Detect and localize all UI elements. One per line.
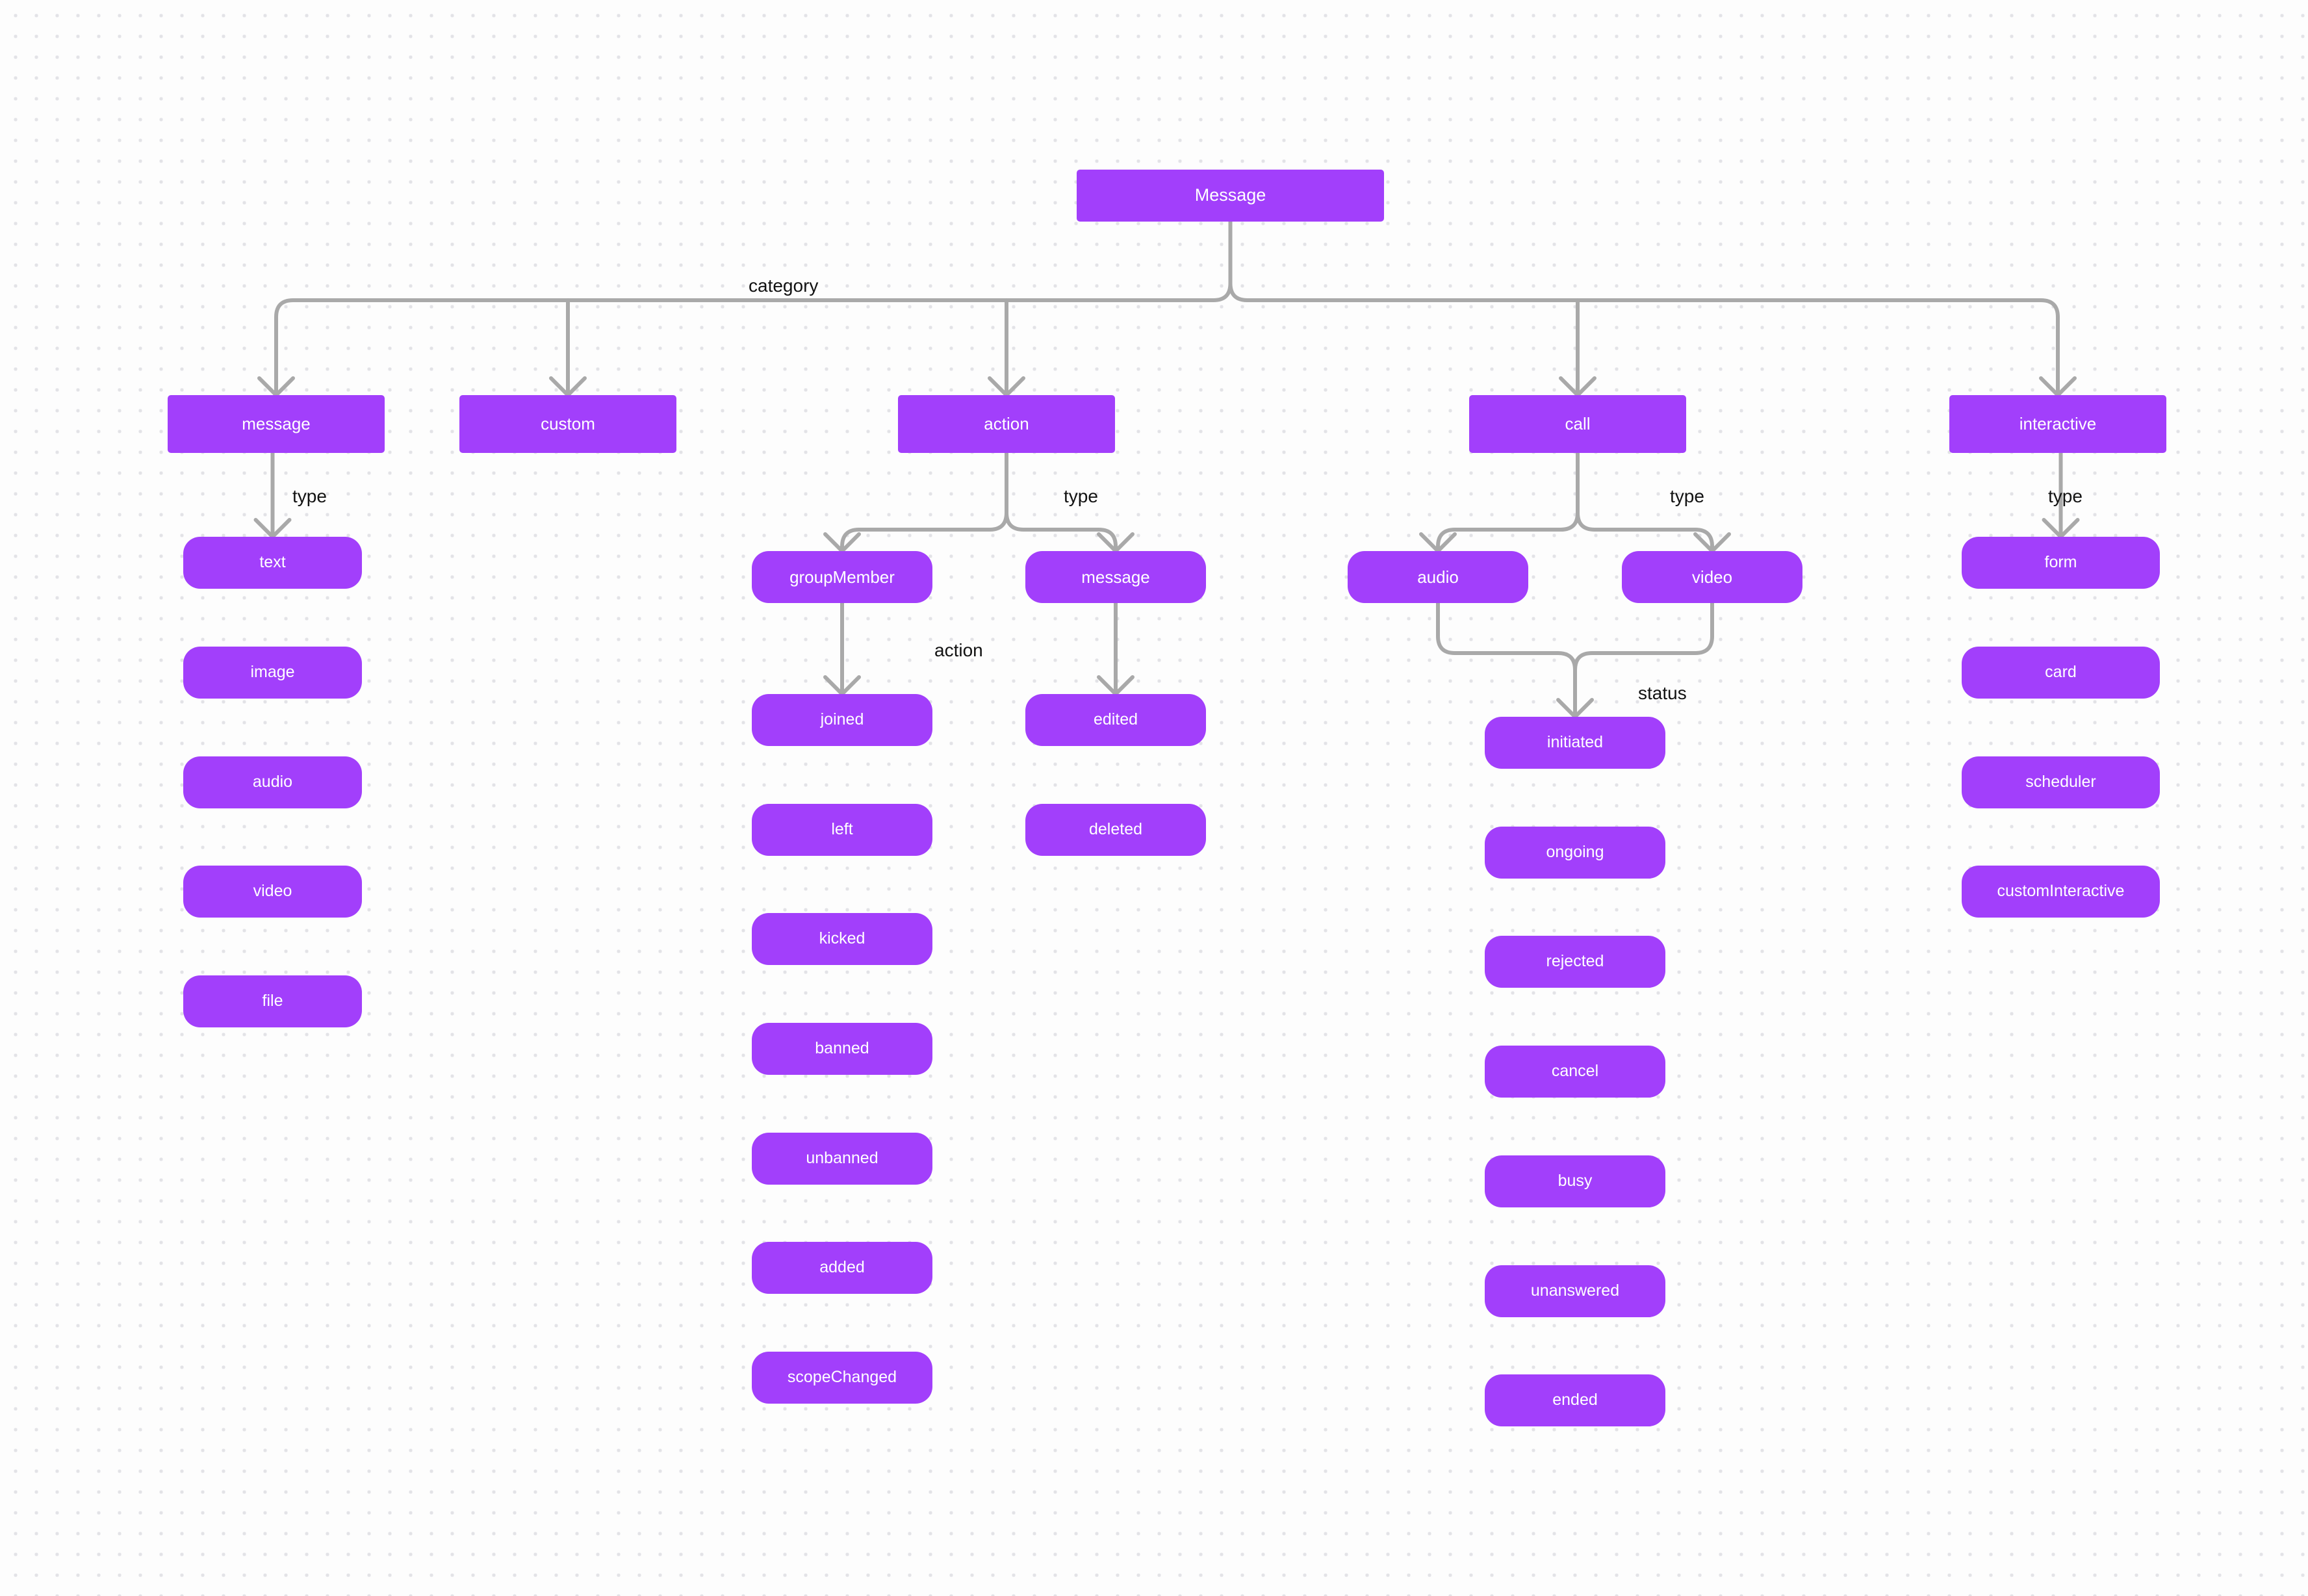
node-label: action xyxy=(984,414,1029,434)
node-leaf-kicked[interactable]: kicked xyxy=(752,913,932,965)
node-label: added xyxy=(819,1258,865,1277)
node-label: initiated xyxy=(1546,733,1604,752)
edge-root-to-interactive-arrow xyxy=(2039,376,2077,397)
edge-label-type: type xyxy=(1064,486,1098,506)
node-status-unanswered[interactable]: unanswered xyxy=(1485,1265,1665,1317)
node-leaf-card[interactable]: card xyxy=(1962,647,2160,699)
node-label: file xyxy=(262,992,283,1010)
node-label: image xyxy=(250,663,295,682)
edge-message-to-text-arrow xyxy=(253,518,292,539)
node-label: cancel xyxy=(1551,1062,1599,1081)
node-leaf-audio[interactable]: audio xyxy=(183,756,362,808)
node-root-message[interactable]: Message xyxy=(1077,170,1384,222)
edge-call-to-video-1-arrow xyxy=(1693,532,1731,553)
node-leaf-customInteractive[interactable]: customInteractive xyxy=(1962,866,2160,918)
edge-label-action: action xyxy=(934,640,983,660)
node-leaf-form[interactable]: form xyxy=(1962,537,2160,589)
node-sub-video[interactable]: video xyxy=(1622,551,1802,603)
edge-interactive-to-form-arrow xyxy=(2042,518,2080,539)
node-label: busy xyxy=(1558,1172,1593,1191)
edge-label-status: status xyxy=(1638,683,1687,703)
edge-label-type: type xyxy=(292,486,327,506)
edge-groupMember-to-joined-arrow xyxy=(823,675,861,696)
edge-label-category: category xyxy=(749,276,819,296)
node-label: custom xyxy=(541,414,595,434)
node-leaf-scopeChanged[interactable]: scopeChanged xyxy=(752,1352,932,1404)
node-label: audio xyxy=(252,773,293,792)
node-label: video xyxy=(253,882,292,901)
edge-action-to-message-1 xyxy=(1005,451,1118,550)
node-label: card xyxy=(2045,663,2077,682)
edge-root-to-message-arrow xyxy=(257,376,295,397)
node-label: edited xyxy=(1093,710,1138,729)
node-leaf-image[interactable]: image xyxy=(183,647,362,699)
node-category-custom[interactable]: custom xyxy=(459,395,676,453)
node-leaf-video[interactable]: video xyxy=(183,866,362,918)
node-label: interactive xyxy=(2019,414,2097,434)
node-leaf-joined[interactable]: joined xyxy=(752,694,932,746)
node-sub-groupMember[interactable]: groupMember xyxy=(752,551,932,603)
edge-action-to-groupMember-0-arrow xyxy=(823,532,861,553)
node-label: joined xyxy=(820,710,864,729)
node-category-call[interactable]: call xyxy=(1469,395,1686,453)
node-sub-message[interactable]: message xyxy=(1025,551,1206,603)
node-leaf-file[interactable]: file xyxy=(183,975,362,1027)
node-label: left xyxy=(831,820,853,839)
edge-call-to-audio-0-arrow xyxy=(1419,532,1457,553)
edge-root-left-bus xyxy=(274,220,1233,394)
node-leaf-deleted[interactable]: deleted xyxy=(1025,804,1206,856)
node-status-cancel[interactable]: cancel xyxy=(1485,1046,1665,1098)
node-label: scheduler xyxy=(2025,773,2096,792)
node-leaf-banned[interactable]: banned xyxy=(752,1023,932,1075)
node-label: customInteractive xyxy=(1997,882,2125,901)
edge-call-status-arrow xyxy=(1556,698,1594,719)
node-category-action[interactable]: action xyxy=(898,395,1115,453)
node-label: scopeChanged xyxy=(787,1368,897,1387)
node-label: unbanned xyxy=(806,1149,878,1168)
node-label: text xyxy=(259,553,286,572)
node-label: message xyxy=(242,414,311,434)
edge-call-to-audio-0 xyxy=(1436,451,1580,550)
node-status-rejected[interactable]: rejected xyxy=(1485,936,1665,988)
edge-action-to-message-1-arrow xyxy=(1097,532,1135,553)
edge-message-to-edited-arrow xyxy=(1097,675,1135,696)
node-category-message[interactable]: message xyxy=(168,395,385,453)
node-leaf-text[interactable]: text xyxy=(183,537,362,589)
node-label: Message xyxy=(1194,185,1266,205)
edge-label-type: type xyxy=(2048,486,2083,506)
node-label: video xyxy=(1691,567,1733,587)
node-sub-audio[interactable]: audio xyxy=(1348,551,1528,603)
node-status-busy[interactable]: busy xyxy=(1485,1155,1665,1207)
node-label: groupMember xyxy=(789,567,895,587)
node-label: message xyxy=(1081,567,1150,587)
node-status-initiated[interactable]: initiated xyxy=(1485,717,1665,769)
edge-action-to-groupMember-0 xyxy=(840,451,1008,550)
node-status-ended[interactable]: ended xyxy=(1485,1374,1665,1426)
node-label: deleted xyxy=(1088,820,1143,839)
node-category-interactive[interactable]: interactive xyxy=(1949,395,2166,453)
node-leaf-scheduler[interactable]: scheduler xyxy=(1962,756,2160,808)
node-label: audio xyxy=(1417,567,1459,587)
edge-audio-to-status-0 xyxy=(1436,601,1577,716)
node-status-ongoing[interactable]: ongoing xyxy=(1485,827,1665,879)
node-label: unanswered xyxy=(1530,1281,1620,1300)
node-leaf-unbanned[interactable]: unbanned xyxy=(752,1133,932,1185)
node-label: rejected xyxy=(1546,952,1604,971)
node-label: kicked xyxy=(819,929,866,948)
node-label: call xyxy=(1565,414,1591,434)
node-leaf-edited[interactable]: edited xyxy=(1025,694,1206,746)
node-label: banned xyxy=(815,1039,869,1058)
edge-label-type: type xyxy=(1670,486,1704,506)
edge-root-to-custom-arrow xyxy=(549,376,587,397)
node-label: ongoing xyxy=(1546,843,1604,862)
edge-root-to-call-arrow xyxy=(1559,376,1596,397)
edge-root-to-action-arrow xyxy=(988,376,1025,397)
node-leaf-added[interactable]: added xyxy=(752,1242,932,1294)
edge-root-right-bus xyxy=(1228,220,2060,394)
node-label: form xyxy=(2044,553,2077,572)
node-leaf-left[interactable]: left xyxy=(752,804,932,856)
node-label: ended xyxy=(1552,1391,1598,1409)
